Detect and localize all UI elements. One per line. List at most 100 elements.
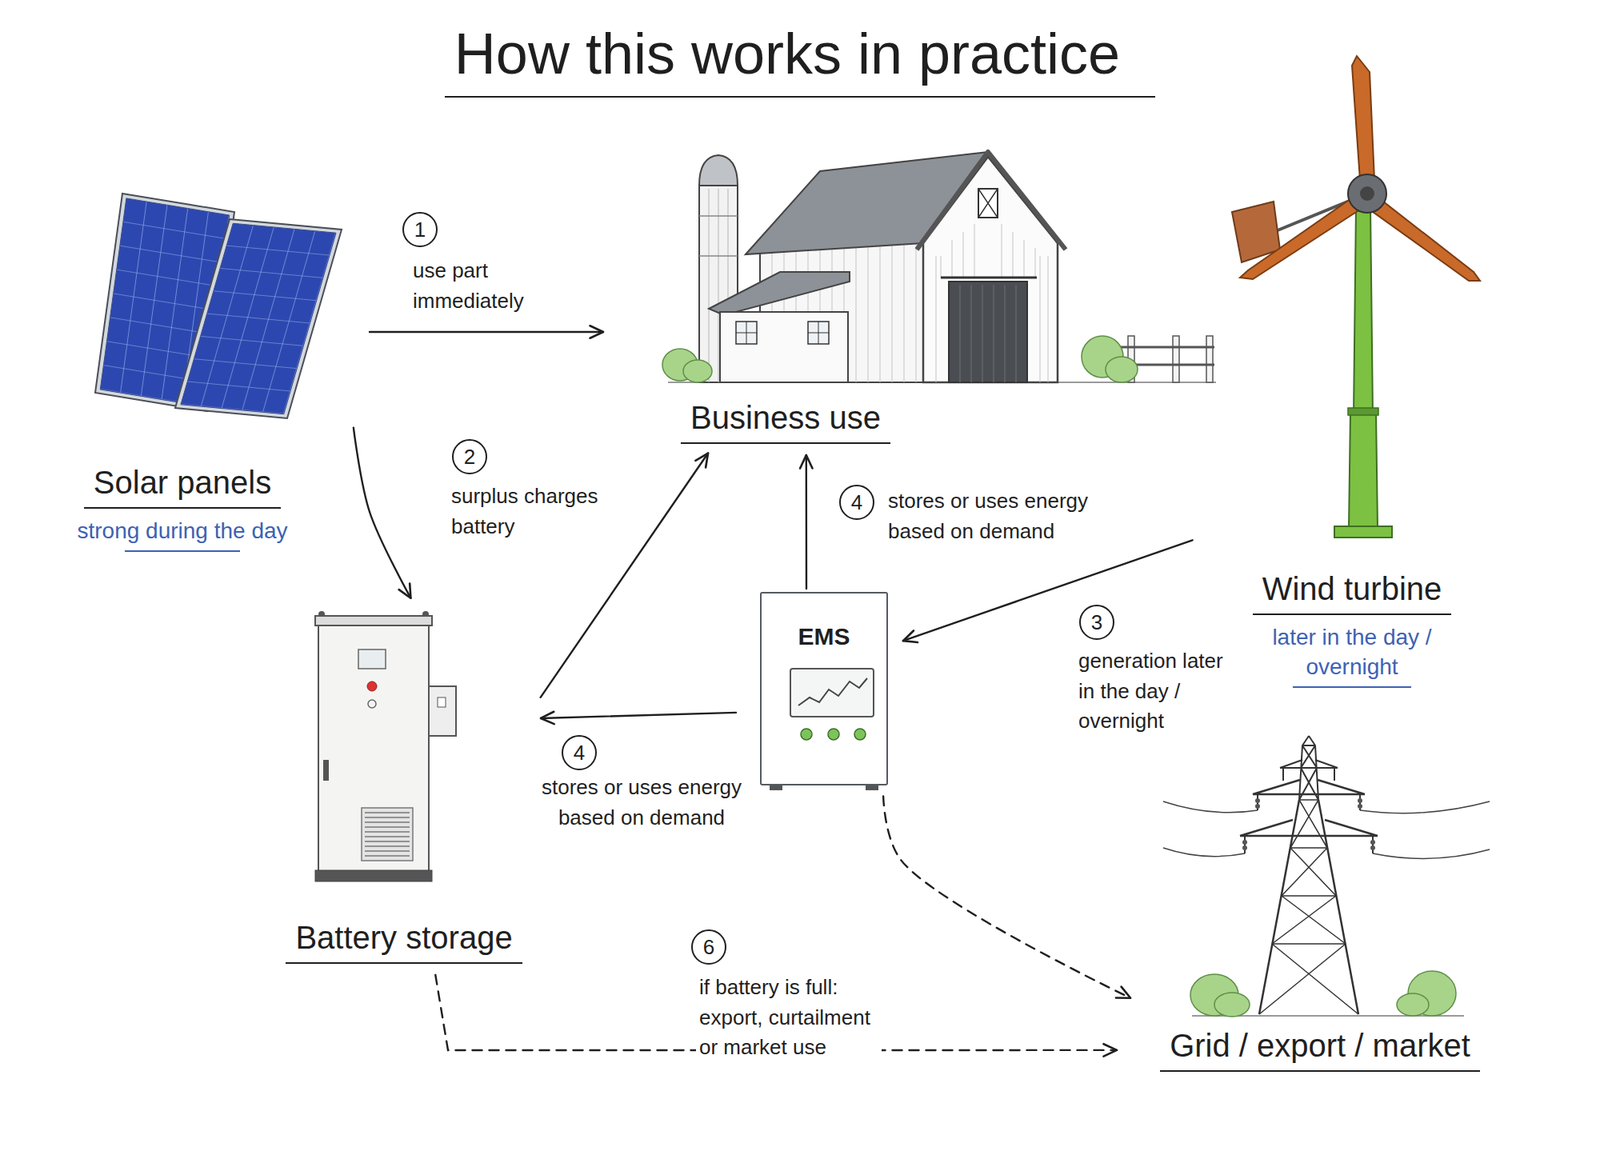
pylon-art-part — [1357, 798, 1363, 804]
connector-arrow — [903, 540, 1193, 641]
solar-panels-art — [95, 193, 342, 419]
battery-cabinet-art-part — [315, 870, 432, 882]
solar-node: Solar panels strong during the day — [48, 188, 352, 552]
pylon-art-part — [1242, 845, 1248, 851]
solar-panels-art-part — [175, 219, 342, 419]
ems-cabinet-art-part — [790, 668, 874, 717]
ems-cabinet-art-part — [865, 785, 879, 791]
barn-art-part — [808, 321, 829, 344]
barn-art-part — [960, 284, 1016, 383]
node-subtext: strong during the day — [76, 516, 288, 552]
battery-cabinet-art-part — [361, 808, 413, 861]
pylon-art-part — [1396, 993, 1429, 1016]
ems-cabinet-art-part — [798, 678, 868, 706]
pylon-art-part — [1370, 845, 1376, 851]
pylon-art-part — [1255, 798, 1260, 804]
ems-cabinet-art-part — [854, 728, 866, 740]
callout-number: 4 — [839, 484, 875, 520]
barn-art-part — [940, 276, 1037, 280]
barn-art-part — [708, 272, 850, 316]
barn-art-part — [808, 321, 829, 344]
diagram-title: How this works in practice — [444, 19, 1156, 98]
battery-cabinet-art-part — [323, 760, 329, 781]
pylon-art-part — [1259, 800, 1359, 1015]
barn-art-part — [1172, 336, 1180, 383]
wind-turbine-art-part — [1360, 186, 1375, 201]
edge-label: use part immediately — [409, 254, 570, 318]
battery-cabinet-art-part — [358, 649, 386, 669]
connector-arrow — [353, 428, 412, 599]
battery-cabinet-art — [315, 611, 456, 882]
edge-label: surplus charges battery — [448, 480, 632, 544]
pylon-art-part — [1252, 780, 1365, 795]
pylon-art-part — [1255, 804, 1260, 809]
solar-panels-art-part — [175, 219, 342, 419]
pylon-art-part — [1240, 820, 1378, 836]
ems-cabinet-art-part — [828, 728, 840, 740]
battery-cabinet-art-part — [318, 622, 429, 872]
grid-node: Grid / export / market — [1136, 728, 1504, 1072]
wind-turbine-art-part — [1348, 408, 1379, 416]
business-node: Business use — [608, 148, 1216, 444]
barn-art-part — [683, 360, 712, 383]
barn-art-part — [936, 224, 1048, 383]
wind-turbine-art — [1232, 56, 1480, 538]
barn-art-part — [720, 312, 848, 383]
connector-arrow — [540, 712, 736, 719]
node-subtext: later in the day / overnight — [1244, 623, 1460, 688]
ems-cabinet-art — [769, 668, 879, 791]
edge-label: if battery is full: export, curtailment … — [696, 971, 882, 1065]
wind-turbine-art-part — [1348, 174, 1387, 213]
edge-label: stores or uses energy based on demand — [534, 771, 749, 835]
barn-art-part — [699, 155, 738, 186]
battery-cabinet-art-part — [364, 812, 410, 856]
connector-arrow — [883, 796, 1131, 998]
pylon-art-part — [1357, 804, 1363, 809]
pylon-art-part — [1259, 800, 1359, 1015]
barn-art-part — [948, 281, 1028, 383]
pylon-art-part — [1163, 801, 1490, 859]
barn-art — [662, 152, 1216, 383]
wind-turbine-art-part — [1369, 198, 1480, 281]
node-heading: Business use — [680, 397, 891, 444]
edge-label: stores or uses energy based on demand — [884, 484, 1105, 548]
callout-number: 2 — [452, 439, 488, 475]
pylon-art-part — [1244, 768, 1373, 854]
barn-art-part — [699, 216, 738, 256]
barn-art-part — [736, 321, 757, 344]
barn-art-part — [978, 188, 998, 218]
pylon-art-part — [1370, 840, 1376, 845]
wind-turbine-art-part — [1348, 412, 1378, 528]
title-wrap: How this works in practice — [0, 19, 1600, 98]
callout-number: 1 — [402, 212, 438, 248]
barn-art-part — [1206, 336, 1213, 383]
node-heading: Battery storage — [285, 917, 522, 964]
callout-number: 6 — [691, 929, 727, 965]
callout-number: 3 — [1079, 604, 1115, 640]
wind-node: Wind turbinelater in the day / overnight — [1200, 48, 1504, 688]
battery-cabinet-art-part — [315, 616, 432, 626]
edge-label: generation later in the day / overnight — [1075, 644, 1236, 739]
pylon-art-part — [1214, 992, 1250, 1017]
pylon-art — [1163, 736, 1490, 1017]
barn-art-part — [978, 188, 998, 218]
callout-number: 4 — [561, 735, 597, 771]
ems-cabinet-art-part — [800, 728, 812, 740]
battery-cabinet-art-part — [437, 697, 446, 708]
ems-cabinet-art-part — [769, 785, 783, 791]
barn-art-part — [923, 156, 1058, 383]
connector-arrow — [805, 455, 808, 589]
pylon-art-part — [1242, 840, 1248, 845]
battery-cabinet-art-part — [428, 686, 456, 736]
battery-cabinet-art-part — [367, 681, 377, 692]
node-heading: Solar panels — [84, 462, 281, 509]
pylon-art-part — [1280, 760, 1338, 768]
wind-turbine-art-part — [1240, 196, 1360, 280]
battery-node: Battery storage — [272, 604, 536, 964]
barn-art-part — [1105, 356, 1138, 383]
solar-panels-art-part — [180, 223, 336, 415]
node-label: EMS — [797, 622, 850, 652]
wind-turbine-art-part — [1353, 206, 1373, 416]
battery-cabinet-art-part — [368, 700, 376, 708]
